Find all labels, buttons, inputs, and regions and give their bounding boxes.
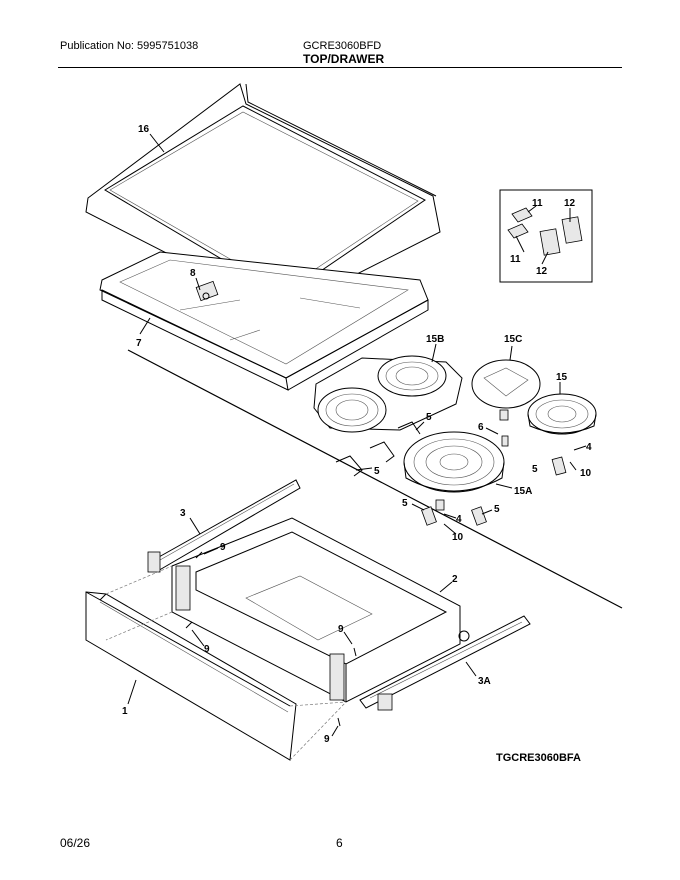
header-rule [58, 67, 622, 68]
assembly-dashed-lines [105, 565, 347, 761]
drawer-body-2 [171, 517, 470, 703]
dual-element-15b [313, 355, 463, 433]
main-top-frame-7 [99, 251, 429, 391]
diagram-code: TGCRE3060BFA [496, 752, 581, 764]
callout-9-drawer: 9 [338, 624, 344, 635]
callout-11-bottom: 11 [510, 254, 521, 265]
callout-5-upper: 5 [426, 412, 432, 423]
callout-10-right: 10 [580, 468, 592, 479]
callout-3: 3 [180, 508, 186, 519]
callout-8: 8 [190, 268, 196, 279]
callout-10-lower: 10 [452, 532, 464, 543]
page-number: 6 [336, 836, 343, 850]
callout-15: 15 [556, 372, 568, 383]
drawer-slide-3 [147, 479, 301, 573]
small-element-15 [527, 393, 597, 476]
callout-3a: 3A [478, 676, 491, 687]
callout-4-lower: 4 [456, 514, 462, 525]
screws-9 [185, 551, 357, 727]
callout-11-top: 11 [532, 198, 543, 209]
leader-lines [127, 133, 587, 737]
callout-7: 7 [136, 338, 142, 349]
model-number: GCRE3060BFD [303, 40, 382, 52]
callout-1: 1 [122, 706, 128, 717]
element-plate-15c [471, 359, 541, 447]
large-element-15a [403, 431, 505, 493]
callout-15c: 15C [504, 334, 522, 345]
callout-6: 6 [478, 422, 484, 433]
callout-5-left: 5 [374, 466, 380, 477]
inset-box-11-12 [499, 189, 593, 283]
callout-5-lower-right: 5 [494, 504, 500, 515]
callout-15a: 15A [514, 486, 532, 497]
drawer-front-1 [85, 591, 297, 761]
callout-16: 16 [138, 124, 150, 135]
callout-12-bottom: 12 [536, 266, 548, 277]
callout-9-middle: 9 [204, 644, 210, 655]
callout-labels: 16 8 7 11 12 11 12 15B 15C 15 5 5 6 4 10… [122, 124, 592, 745]
callout-9-bottom: 9 [324, 734, 330, 745]
drawer-slide-3a [359, 615, 531, 711]
callout-12-top: 12 [564, 198, 576, 209]
callout-5-lower-left: 5 [402, 498, 408, 509]
section-title: TOP/DRAWER [303, 52, 385, 66]
callout-9-upper: 9 [220, 542, 226, 553]
footer-date: 06/26 [60, 836, 91, 850]
publication-number: Publication No: 5995751038 [60, 40, 199, 52]
section-separator-line [127, 349, 623, 609]
element-brackets-5 [335, 421, 487, 526]
callout-15b: 15B [426, 334, 444, 345]
callout-2: 2 [452, 574, 458, 585]
callout-4-right: 4 [586, 442, 592, 453]
callout-5-right: 5 [532, 464, 538, 475]
